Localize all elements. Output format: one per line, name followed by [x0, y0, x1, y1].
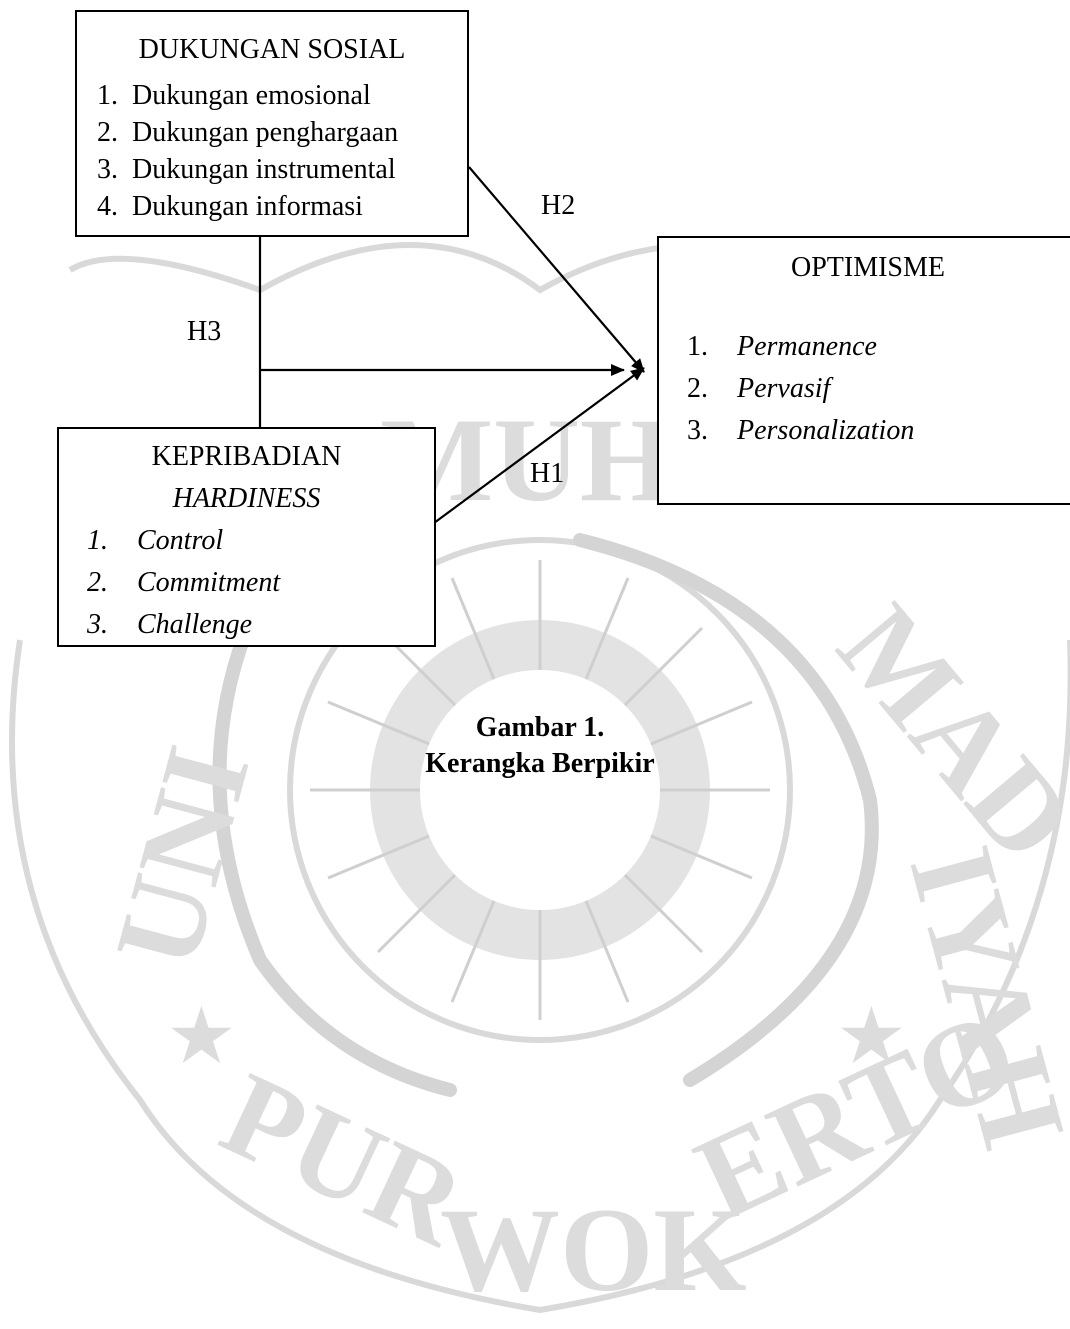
optimisme-item-3: 3.Personalization: [687, 415, 915, 446]
hypothesis-label-h2: H2: [541, 190, 576, 221]
kepribadian-hardiness-box: KEPRIBADIAN HARDINESS 1.Control 2.Commit…: [57, 427, 436, 647]
figure-caption-title: Kerangka Berpikir: [425, 748, 655, 779]
arrow-h1: [433, 367, 645, 524]
figure-caption: Gambar 1. Kerangka Berpikir: [380, 710, 700, 782]
kepribadian-item-1: 1.Control: [87, 525, 224, 556]
kepribadian-subtitle: HARDINESS: [172, 483, 321, 514]
optimisme-box: OPTIMISME 1.Permanence 2.Pervasif 3.Pers…: [657, 236, 1070, 505]
figure-caption-number: Gambar 1.: [475, 712, 605, 743]
dukungan-item-3: 3. Dukungan instrumental: [97, 154, 396, 185]
dukungan-item-1: 1. Dukungan emosional: [97, 80, 371, 111]
optimisme-item-1: 1.Permanence: [687, 331, 877, 362]
dukungan-sosial-title: DUKUNGAN SOSIAL: [138, 34, 406, 65]
optimisme-item-2: 2.Pervasif: [687, 373, 831, 404]
kepribadian-item-2: 2.Commitment: [87, 567, 281, 598]
hypothesis-label-h3: H3: [187, 316, 222, 347]
dukungan-item-2: 2. Dukungan penghargaan: [97, 117, 399, 148]
kepribadian-item-3: 3.Challenge: [87, 609, 253, 640]
hypothesis-label-h1: H1: [530, 458, 565, 489]
kepribadian-title: KEPRIBADIAN: [151, 441, 342, 472]
dukungan-sosial-box: DUKUNGAN SOSIAL 1. Dukungan emosional 2.…: [75, 10, 469, 237]
arrow-h2: [468, 166, 645, 373]
optimisme-title: OPTIMISME: [790, 252, 945, 283]
dukungan-item-4: 4. Dukungan informasi: [97, 191, 363, 222]
